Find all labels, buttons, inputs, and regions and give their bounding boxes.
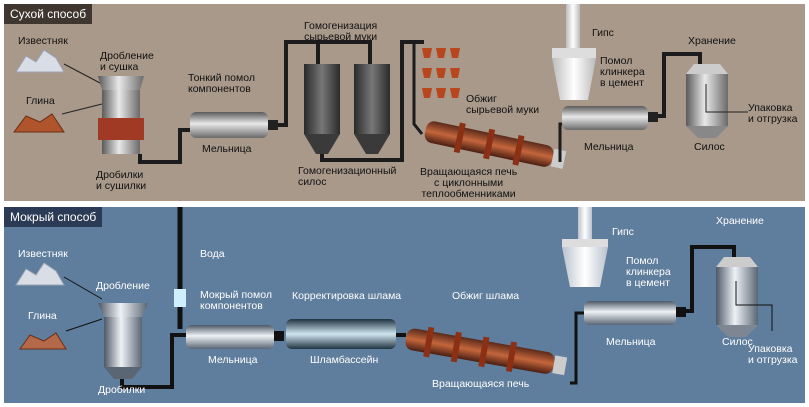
gypsum-label: Гипс <box>592 27 614 39</box>
crusher-wet <box>104 317 142 367</box>
cement-mill-dry <box>562 106 648 130</box>
homogenization-silo-1 <box>304 64 340 134</box>
mill-label: Мельница <box>202 143 252 155</box>
clinker-grinding-label: Помол клинкера в цемент <box>600 55 645 89</box>
cement-mill-wet <box>584 301 676 325</box>
crushers-label: Дробилки <box>98 384 146 396</box>
limestone-label-wet: Известняк <box>18 248 68 260</box>
wet-process-title: Мокрый способ <box>4 207 103 227</box>
water-label: Вода <box>200 248 225 260</box>
rotary-kiln-wet <box>405 326 568 376</box>
burning-label: Обжиг сырьевой муки <box>466 93 540 116</box>
slurry-burning-label: Обжиг шлама <box>452 290 520 302</box>
packing-label: Упаковка и отгрузка <box>748 102 798 125</box>
wet-process-scene <box>15 207 773 389</box>
kiln-label: Вращающаяся печь с циклонными теплообмен… <box>420 166 518 200</box>
fine-grinding-label: Тонкий помол компонентов <box>188 72 255 95</box>
limestone-pile-wet <box>15 262 65 286</box>
clay-label: Глина <box>26 95 55 107</box>
cyclone-preheaters <box>422 48 460 98</box>
homogenization-label: Гомогенизация сырьевой муки <box>304 20 378 43</box>
raw-mill <box>190 112 268 138</box>
homo-silo-label: Гомогенизационный силос <box>298 165 397 188</box>
mill-label-wet: Мельница <box>208 354 258 366</box>
gypsum-feeder <box>566 4 580 54</box>
kiln-label-wet: Вращающаяся печь <box>432 378 530 390</box>
storage-label-wet: Хранение <box>716 215 764 227</box>
wet-mill <box>186 325 274 349</box>
wet-grinding-label: Мокрый помол компонентов <box>200 289 272 312</box>
mill2-label-wet: Мельница <box>606 336 656 348</box>
limestone-pile <box>15 49 65 73</box>
silo-label-wet: Силос <box>722 336 753 348</box>
gypsum-label-wet: Гипс <box>612 226 634 238</box>
gypsum-feeder-wet <box>578 207 592 243</box>
silo-label: Силос <box>694 141 725 153</box>
rotary-kiln-dry <box>424 121 567 169</box>
clay-pile <box>13 113 65 133</box>
dry-process-title: Сухой способ <box>4 4 93 24</box>
packing-label-wet: Упаковка и отгрузка <box>748 343 798 366</box>
dry-process-scene <box>13 4 748 169</box>
wet-process-panel: Мокрый способ Известняк Глина Дробление … <box>4 207 805 403</box>
clay-pile-wet <box>19 332 67 350</box>
dry-process-panel: Сухой способ Известняк Глина Дробление и… <box>4 4 805 201</box>
clay-label-wet: Глина <box>28 310 57 322</box>
crushing-drying-label: Дробление и сушка <box>100 50 154 73</box>
limestone-label: Известняк <box>18 35 68 47</box>
crusher-dryer-label: Дробилки и сушилки <box>96 169 147 192</box>
cement-silo-dry <box>686 74 728 126</box>
cement-silo-wet <box>716 267 758 325</box>
mill2-label: Мельница <box>584 141 634 153</box>
slurry-correction-label: Корректировка шлама <box>292 290 402 302</box>
slurry-basin-label: Шламбассейн <box>310 354 379 366</box>
storage-label: Хранение <box>688 35 736 47</box>
slurry-basin <box>286 319 396 349</box>
clinker-grinding-label-wet: Помол клинкера в цемент <box>626 255 671 289</box>
homogenization-silo-2 <box>354 64 390 134</box>
crushing-label: Дробление <box>96 280 150 292</box>
